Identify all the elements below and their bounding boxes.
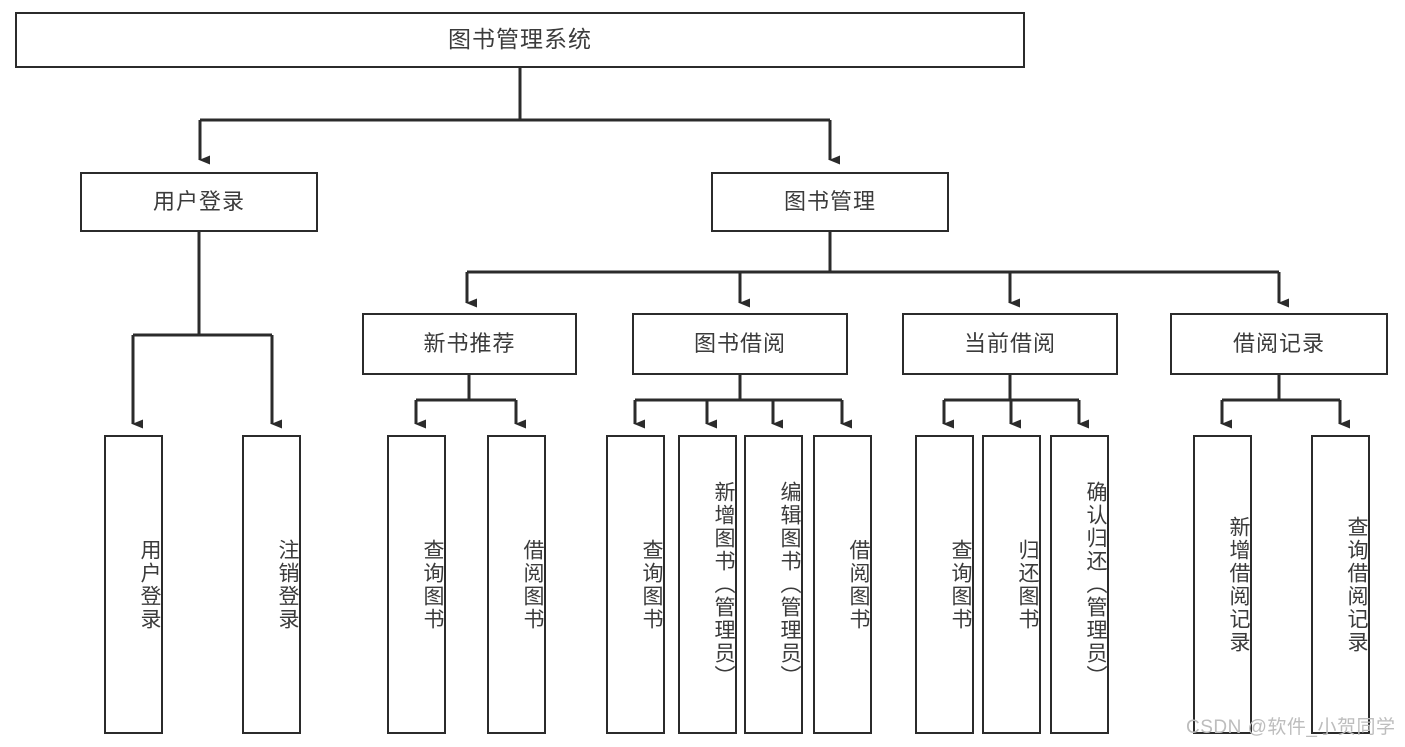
node-current-borrow[interactable]: 当前借阅 [902,313,1118,375]
leaf-add-record-label: 新增借阅记录 [1227,515,1250,654]
leaf-confirm-return[interactable]: 确认归还（管理员） [1050,435,1109,734]
node-book-borrow-label: 图书借阅 [693,330,786,356]
watermark-text: CSDN @软件_小贺同学 [1186,717,1396,738]
leaf-confirm-return-label: 确认归还（管理员） [1084,481,1107,688]
node-user-login[interactable]: 用户登录 [80,172,318,232]
node-new-book-recommend-label: 新书推荐 [423,330,516,356]
node-book-management-label: 图书管理 [783,188,876,214]
leaf-return-book-label: 归还图书 [1016,538,1039,631]
node-user-login-label: 用户登录 [152,188,245,214]
node-book-management[interactable]: 图书管理 [711,172,949,232]
node-borrow-record[interactable]: 借阅记录 [1170,313,1388,375]
leaf-add-book[interactable]: 新增图书（管理员） [678,435,737,734]
leaf-borrow-book-1-label: 借阅图书 [521,538,544,631]
leaf-query-book-1[interactable]: 查询图书 [387,435,446,734]
leaf-borrow-book-1[interactable]: 借阅图书 [487,435,546,734]
leaf-add-record[interactable]: 新增借阅记录 [1193,435,1252,734]
leaf-add-book-label: 新增图书（管理员） [712,481,735,688]
node-current-borrow-label: 当前借阅 [963,330,1056,356]
node-borrow-record-label: 借阅记录 [1232,330,1325,356]
leaf-borrow-book-2-label: 借阅图书 [847,538,870,631]
leaf-logout-login-label: 注销登录 [276,538,299,631]
leaf-edit-book[interactable]: 编辑图书（管理员） [744,435,803,734]
leaf-logout-login[interactable]: 注销登录 [242,435,301,734]
leaf-query-record-label: 查询借阅记录 [1345,515,1368,654]
leaf-query-book-1-label: 查询图书 [421,538,444,631]
leaf-query-book-2[interactable]: 查询图书 [606,435,665,734]
node-new-book-recommend[interactable]: 新书推荐 [362,313,577,375]
leaf-edit-book-label: 编辑图书（管理员） [778,481,801,688]
leaf-borrow-book-2[interactable]: 借阅图书 [813,435,872,734]
leaf-user-login-label: 用户登录 [138,538,161,631]
leaf-query-book-3-label: 查询图书 [949,538,972,631]
leaf-query-record[interactable]: 查询借阅记录 [1311,435,1370,734]
leaf-query-book-2-label: 查询图书 [640,538,663,631]
leaf-return-book[interactable]: 归还图书 [982,435,1041,734]
node-root-label: 图书管理系统 [448,26,592,53]
node-book-borrow[interactable]: 图书借阅 [632,313,848,375]
leaf-query-book-3[interactable]: 查询图书 [915,435,974,734]
node-root[interactable]: 图书管理系统 [15,12,1025,68]
leaf-user-login[interactable]: 用户登录 [104,435,163,734]
